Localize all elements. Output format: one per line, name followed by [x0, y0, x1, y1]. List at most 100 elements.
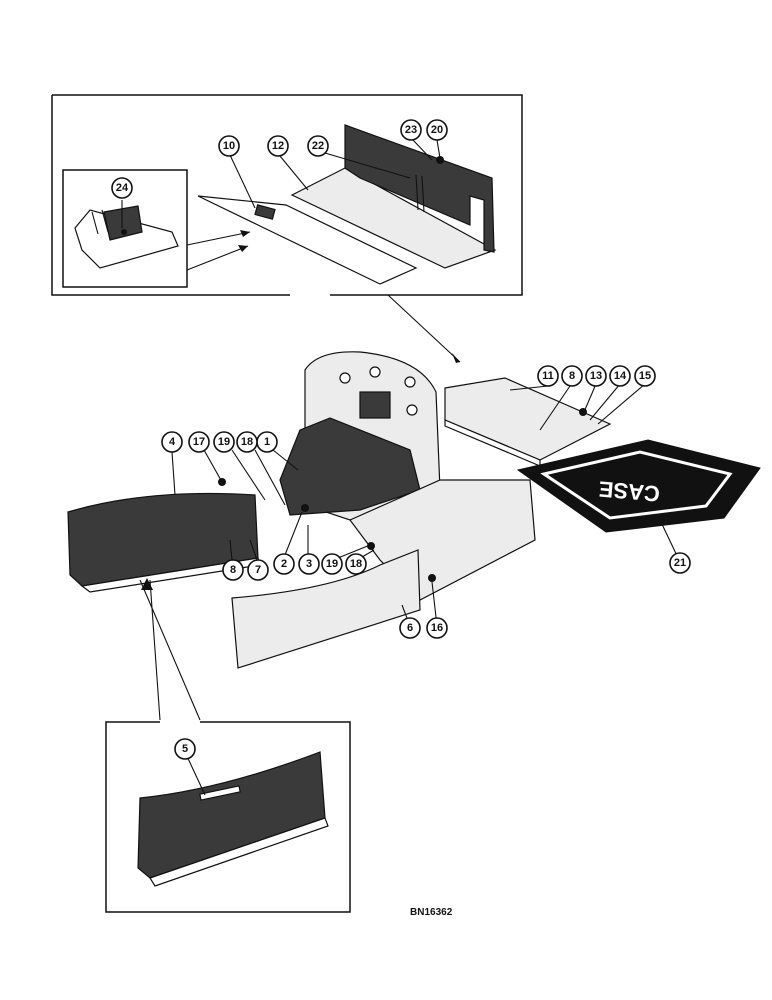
- callout-circle: [161, 431, 183, 453]
- callout-label: 18: [241, 436, 253, 448]
- callout-circle: [174, 738, 196, 760]
- callout-circle: [399, 617, 421, 639]
- callout-circle: [585, 365, 607, 387]
- callout-label: 16: [431, 622, 443, 634]
- callout-11: 11: [537, 365, 559, 387]
- callout-circle: [247, 559, 269, 581]
- callout-label: 13: [590, 370, 602, 382]
- callout-23: 23: [400, 119, 422, 141]
- top-inset-frame-left: [51, 95, 290, 296]
- callout-circle: [426, 119, 448, 141]
- callout-circle: [236, 431, 258, 453]
- callout-8a: 8: [561, 365, 583, 387]
- callout-circle: [669, 552, 691, 574]
- callout-circle: [111, 177, 133, 199]
- callout-label: 6: [407, 622, 413, 634]
- callout-20: 20: [426, 119, 448, 141]
- callout-circle: [273, 553, 295, 575]
- callout-label: 15: [639, 370, 651, 382]
- callout-4: 4: [161, 431, 183, 453]
- arrow-24-upper: [186, 231, 251, 246]
- callout-label: 19: [218, 436, 230, 448]
- part-11-plate: [444, 377, 612, 461]
- callout-label: 8: [569, 370, 575, 382]
- callout-17: 17: [188, 431, 210, 453]
- callout-label: 7: [255, 564, 261, 576]
- top-inset: [51, 94, 523, 296]
- mat-lettering: CASE: [598, 476, 661, 506]
- bottom-inset: [105, 721, 351, 913]
- inset-leader: [387, 294, 461, 363]
- callout-8b: 8: [222, 559, 244, 581]
- callout-circle: [298, 553, 320, 575]
- callout-label: 5: [182, 743, 188, 755]
- callout-15: 15: [634, 365, 656, 387]
- callout-14: 14: [609, 365, 631, 387]
- callout-label: 23: [405, 124, 417, 136]
- callout-circle: [213, 431, 235, 453]
- callout-24: 24: [111, 177, 133, 199]
- inset-5-leader: [139, 579, 201, 721]
- callout-label: 17: [193, 436, 205, 448]
- top-inset-frame: [52, 94, 523, 296]
- callout-label: 20: [431, 124, 443, 136]
- callout-circle: [222, 559, 244, 581]
- callout-18b: 18: [345, 553, 367, 575]
- part-21-floor-mat: CASE: [516, 439, 761, 533]
- callout-2: 2: [273, 553, 295, 575]
- callout-label: 22: [312, 140, 324, 152]
- callout-10: 10: [218, 135, 240, 157]
- part-4-panel: [67, 492, 259, 587]
- part-6-panel: [231, 549, 421, 669]
- callout-label: 2: [281, 558, 287, 570]
- callout-label: 18: [350, 558, 362, 570]
- callout-7: 7: [247, 559, 269, 581]
- callout-circle: [307, 135, 329, 157]
- callout-label: 14: [614, 370, 627, 382]
- callout-circle: [537, 365, 559, 387]
- part-22-wall: [344, 124, 495, 253]
- part-5-panel: [137, 751, 326, 879]
- callout-label: 19: [326, 558, 338, 570]
- part-10-plate: [197, 195, 418, 285]
- callout-3: 3: [298, 553, 320, 575]
- callout-label: 24: [116, 182, 129, 194]
- callout-circle: [218, 135, 240, 157]
- callout-5: 5: [174, 738, 196, 760]
- sub-inset-frame: [62, 169, 188, 288]
- callout-12: 12: [267, 135, 289, 157]
- part-24-bracket: [74, 205, 179, 269]
- callout-circle: [609, 365, 631, 387]
- callout-circle: [345, 553, 367, 575]
- callout-circle: [561, 365, 583, 387]
- callout-label: 12: [272, 140, 284, 152]
- callout-1: 1: [256, 431, 278, 453]
- callout-19b: 19: [321, 553, 343, 575]
- callout-label: 10: [223, 140, 235, 152]
- callout-19a: 19: [213, 431, 235, 453]
- callout-21: 21: [669, 552, 691, 574]
- part-12-pan: [290, 167, 497, 269]
- callout-label: 11: [542, 370, 554, 382]
- callout-label: 3: [306, 558, 312, 570]
- callout-18a: 18: [236, 431, 258, 453]
- callout-circle: [400, 119, 422, 141]
- part-1-console-lower: [279, 417, 421, 516]
- callout-circle: [426, 617, 448, 639]
- callout-circle: [634, 365, 656, 387]
- callout-13: 13: [585, 365, 607, 387]
- callout-label: 21: [674, 557, 686, 569]
- callout-circle: [321, 553, 343, 575]
- callout-label: 8: [230, 564, 236, 576]
- callout-label: 1: [264, 436, 270, 448]
- callout-22: 22: [307, 135, 329, 157]
- callout-circle: [267, 135, 289, 157]
- main-assembly: CASE: [67, 351, 761, 669]
- bottom-inset-frame: [105, 721, 351, 913]
- callout-label: 4: [169, 436, 176, 448]
- callout-16: 16: [426, 617, 448, 639]
- arrow-24-lower: [186, 245, 249, 271]
- callout-6: 6: [399, 617, 421, 639]
